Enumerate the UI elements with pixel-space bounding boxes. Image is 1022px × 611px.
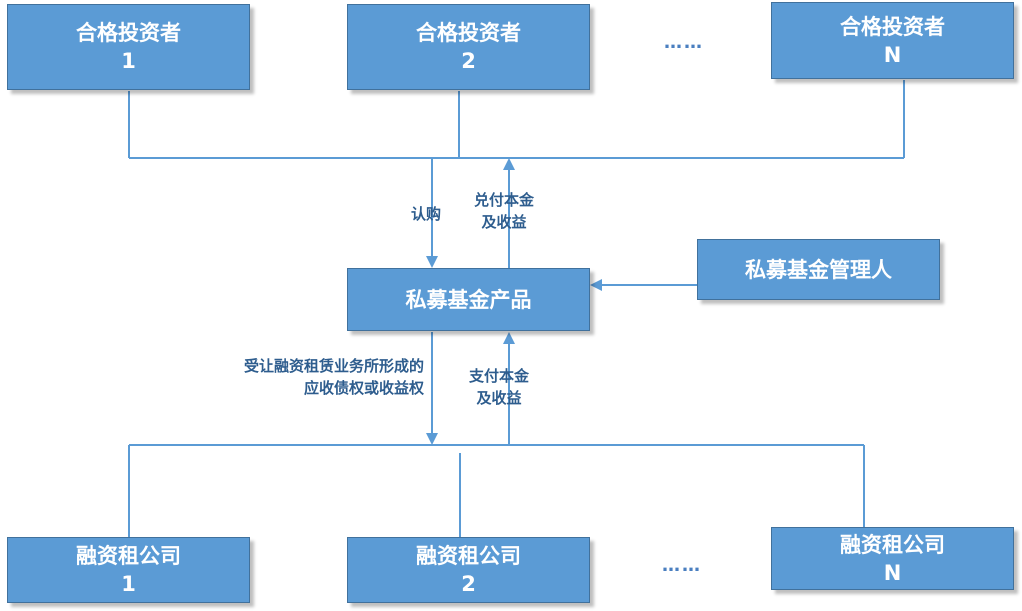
company-1-id: 1 — [121, 572, 136, 596]
investor-n-id: N — [883, 42, 902, 67]
company-box-1: 融资租公司 1 — [7, 537, 250, 603]
pay-label: 支付本金 及收益 — [469, 365, 529, 409]
company-box-2: 融资租公司 2 — [347, 537, 590, 603]
subscribe-label: 认购 — [411, 205, 442, 223]
fund-manager-box: 私募基金管理人 — [697, 239, 940, 300]
fund-manager-label: 私募基金管理人 — [745, 257, 892, 282]
transfer-label: 受让融资租赁业务所形成的 应收债权或收益权 — [244, 355, 424, 399]
investor-2-id: 2 — [461, 49, 476, 73]
transfer-label-line1: 受让融资租赁业务所形成的 — [243, 357, 424, 375]
transfer-label-line2: 应收债权或收益权 — [303, 379, 424, 397]
payout-label: 兑付本金 及收益 — [474, 189, 534, 233]
investor-box-1: 合格投资者 1 — [7, 4, 250, 90]
investor-box-2: 合格投资者 2 — [347, 4, 590, 90]
pay-label-line1: 支付本金 — [469, 367, 530, 385]
company-n-id: N — [883, 560, 902, 585]
payout-label-line2: 及收益 — [481, 213, 527, 231]
investor-1-id: 1 — [121, 49, 136, 73]
payout-label-line1: 兑付本金 — [474, 191, 535, 209]
investors-ellipsis: …… — [664, 32, 704, 53]
fund-product-label: 私募基金产品 — [405, 287, 532, 312]
companies-ellipsis: …… — [662, 555, 702, 576]
company-1-name: 融资租公司 — [76, 544, 181, 568]
company-2-id: 2 — [461, 572, 476, 596]
investor-1-name: 合格投资者 — [76, 21, 181, 45]
investor-2-name: 合格投资者 — [416, 21, 521, 45]
investor-box-n: 合格投资者 N — [771, 2, 1014, 79]
pay-label-line2: 及收益 — [476, 389, 522, 407]
company-n-name: 融资租公司 — [840, 532, 945, 557]
company-box-n: 融资租公司 N — [771, 527, 1014, 590]
fund-product-box: 私募基金产品 — [347, 268, 590, 331]
investor-n-name: 合格投资者 — [840, 14, 945, 39]
company-2-name: 融资租公司 — [416, 544, 521, 568]
